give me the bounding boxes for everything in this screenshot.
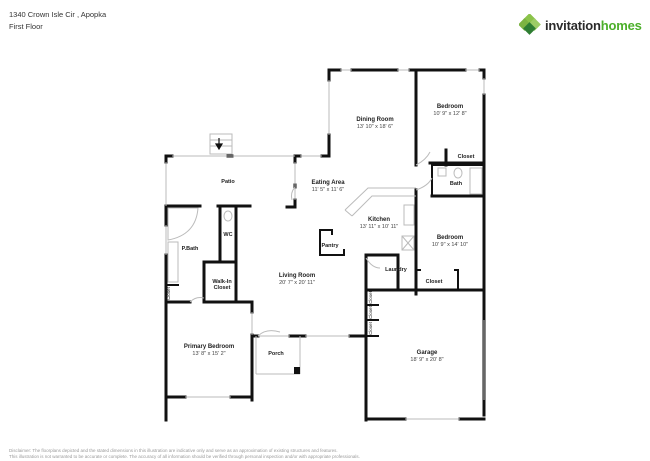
room-p-bath: P.Bath [181,246,199,252]
room-kitchen: Kitchen 13' 11" x 10' 11" [359,217,399,230]
room-laundry: Laundry [385,267,407,273]
brand-logo: invitationhomes [519,14,642,36]
room-closet-a: Closet [367,291,373,304]
brand-name: invitationhomes [545,17,642,33]
room-patio: Patio [221,179,235,185]
room-porch: Porch [268,351,284,357]
room-eating-area: Eating Area 11' 5" x 11' 6" [311,180,345,193]
floor-label: First Floor [9,22,43,31]
room-closet-c: Closet [367,322,373,335]
room-closet-pbath: Closet [165,287,171,300]
room-bath: Bath [449,181,463,187]
room-primary-bedroom: Primary Bedroom 13' 8" x 15' 2" [183,344,235,357]
room-closet-2: Closet [425,279,443,285]
room-wc: WC [223,232,233,238]
room-living-room: Living Room 20' 7" x 20' 11" [278,273,316,286]
room-pantry: Pantry [321,243,339,249]
room-closet-1: Closet [457,154,475,160]
green-diamond-cluster-icon [519,14,541,35]
room-walk-in-closet: Walk-In Closet [212,279,232,292]
room-closet-b: Closet [367,306,373,319]
property-address: 1340 Crown Isle Cir , Apopka [9,10,107,19]
room-garage: Garage 18' 9" x 20' 8" [410,350,444,363]
room-bedroom-2: Bedroom 10' 9" x 14' 10" [431,235,469,248]
disclaimer: Disclaimer: The floorplans depicted and … [9,448,360,460]
room-dining-room: Dining Room 13' 10" x 18' 6" [356,117,394,130]
room-bedroom-1: Bedroom 10' 9" x 12' 8" [433,104,467,117]
